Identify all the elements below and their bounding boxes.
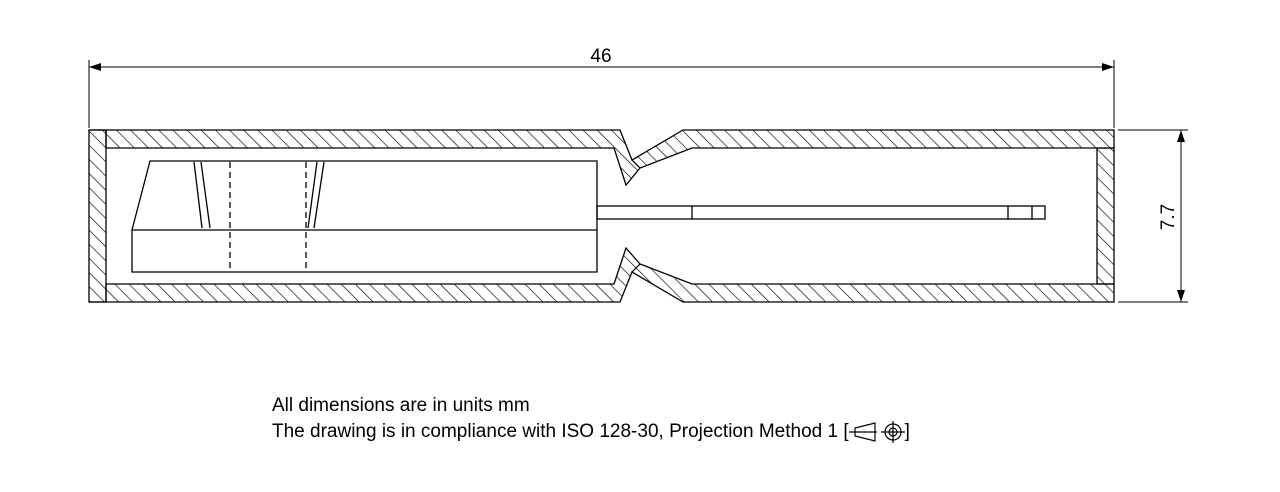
length-label: 46 xyxy=(590,46,611,67)
units-note: All dimensions are in units mm xyxy=(272,395,530,416)
contact-body-outline xyxy=(131,160,598,273)
crimp-slot-right-a xyxy=(307,161,318,229)
first-angle-projection-icon xyxy=(848,421,905,443)
crimp-slot-left-a xyxy=(193,161,203,229)
contact-pin xyxy=(596,205,1046,220)
crimp-slot-right-b xyxy=(313,161,325,229)
height-label: 7.7 xyxy=(1158,204,1179,230)
crimp-slot-left-b xyxy=(200,161,211,229)
compliance-note: The drawing is in compliance with ISO 12… xyxy=(272,421,910,443)
compliance-text: The drawing is in compliance with ISO 12… xyxy=(272,421,849,443)
housing-wall-right xyxy=(1096,147,1115,285)
latch-edge-top xyxy=(631,159,641,169)
height-dimension: 7.7 xyxy=(1118,129,1188,303)
housing-wall-bottom xyxy=(89,246,1115,303)
housing-wall-left xyxy=(88,129,107,303)
contact-body xyxy=(131,160,598,273)
latch-edge-bottom xyxy=(631,263,641,273)
pin-shaft xyxy=(596,205,1046,220)
compliance-text-end: ] xyxy=(904,421,910,443)
housing-section xyxy=(88,129,1115,303)
housing-wall-top xyxy=(89,129,1115,187)
length-dimension: 46 xyxy=(88,46,1115,128)
